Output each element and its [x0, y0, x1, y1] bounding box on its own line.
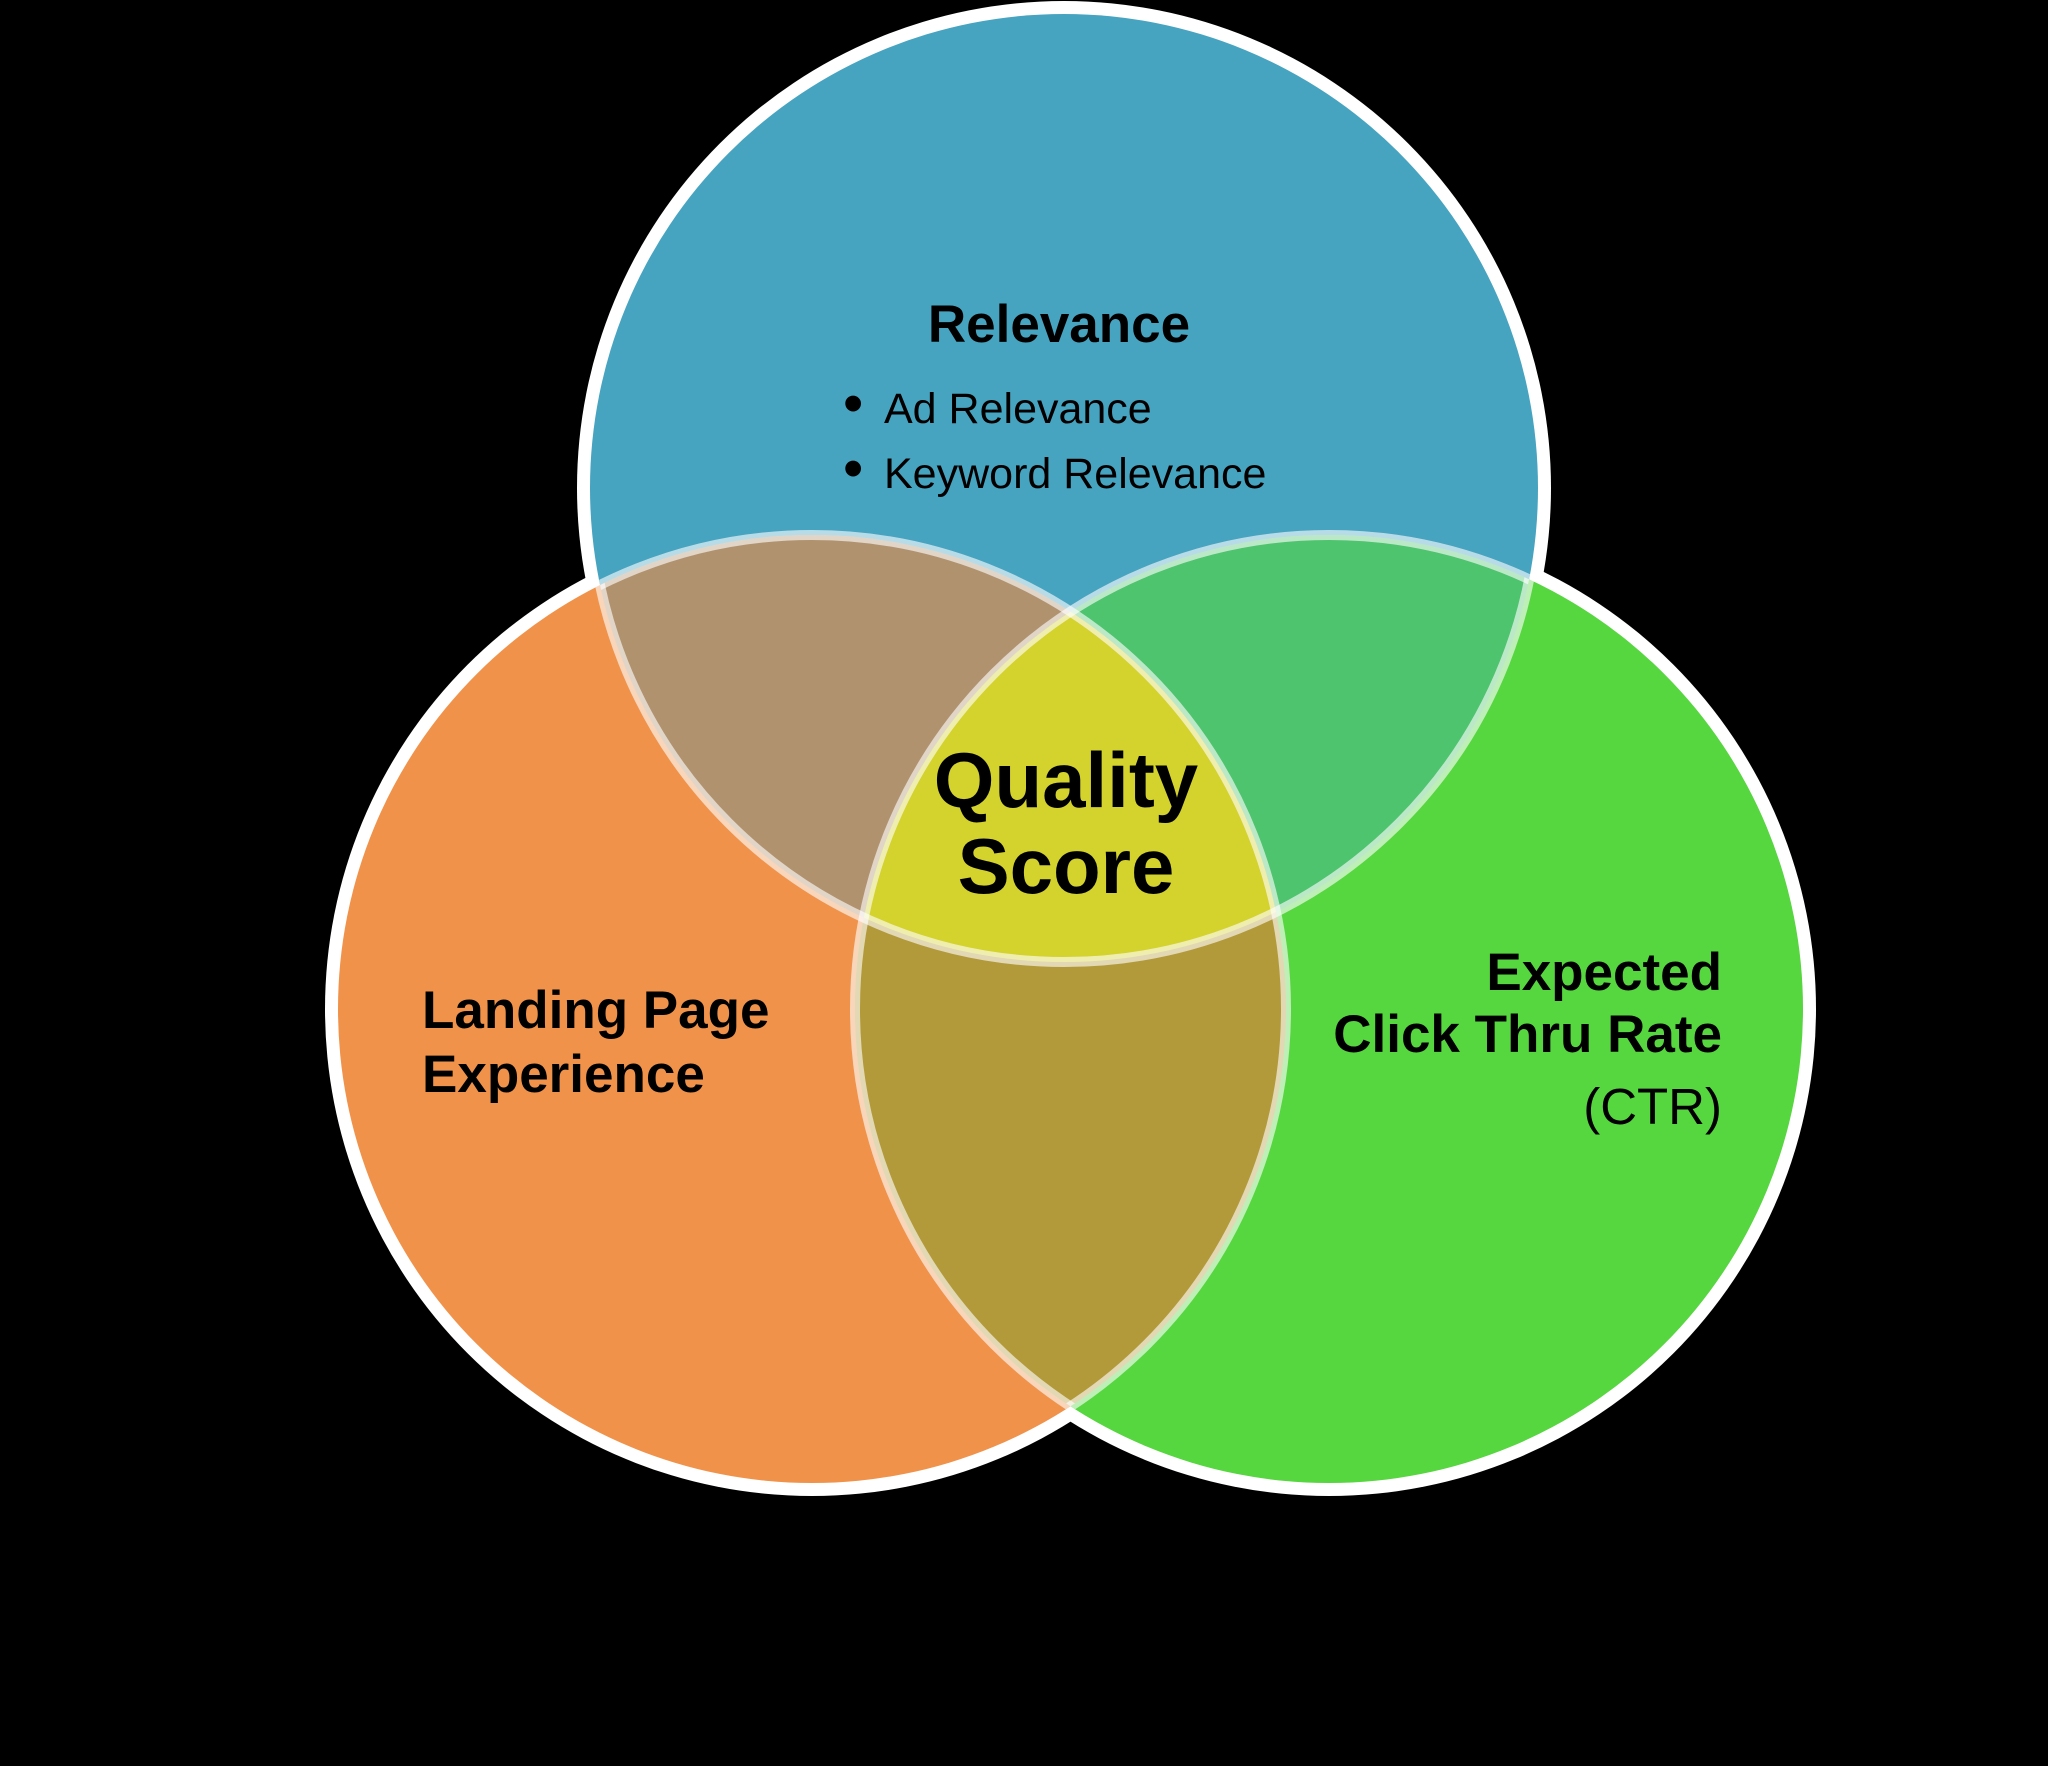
quality-score-line-1: Quality: [934, 736, 1198, 824]
bullet-icon: •: [843, 436, 863, 501]
landing-page-title-line-1: Landing Page: [422, 981, 769, 1040]
landing-inner-arc-clip: [590, 530, 1291, 1483]
relevance-title: Relevance: [928, 295, 1190, 354]
overlap-relevance-ctr-fill: [855, 535, 1538, 962]
relevance-inner-arc: [585, 535, 1543, 967]
relevance-bullet-1-label: Ad Relevance: [884, 385, 1152, 433]
expected-ctr-title-line-2: Click Thru Rate: [1333, 1005, 1722, 1064]
ctr-inner-arc-clip: [850, 530, 1538, 1483]
relevance-bullet-2: • Keyword Relevance: [843, 436, 1266, 501]
expected-ctr-title-line-1: Expected: [1486, 943, 1722, 1002]
overlap-relevance-ctr: [855, 535, 1538, 962]
bullet-icon: •: [843, 371, 863, 436]
overlap-relevance-landing-fill: [590, 535, 1286, 962]
landing-page-inner-arc: [590, 530, 1291, 1483]
quality-score-line-2: Score: [958, 822, 1175, 910]
expected-ctr-subtitle: (CTR): [1583, 1078, 1722, 1135]
relevance-bullet-2-label: Keyword Relevance: [884, 450, 1266, 498]
expected-ctr-inner-arc: [850, 530, 1538, 1483]
landing-page-title-line-2: Experience: [422, 1045, 705, 1104]
overlap-relevance-landing: [590, 535, 1286, 962]
relevance-inner-arc-clip: [585, 535, 1543, 967]
relevance-bullet-1: • Ad Relevance: [843, 371, 1152, 436]
